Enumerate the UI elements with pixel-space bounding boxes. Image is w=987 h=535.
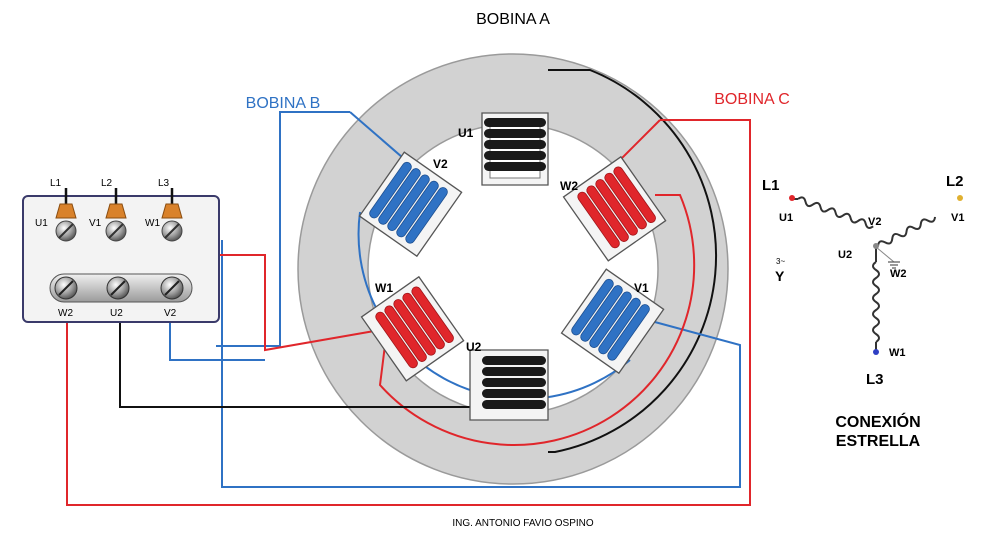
wire-bobina-b-inner-arc — [357, 211, 631, 400]
three-phase-symbol: 3~ — [776, 257, 785, 266]
coil-v2-blue — [358, 151, 463, 258]
line-l1-label: L1 — [50, 178, 62, 189]
coil-v1-blue — [560, 268, 665, 375]
star-dot-l2 — [957, 195, 963, 201]
wire-v1-loop — [221, 240, 741, 488]
star-title-line2: ESTRELLA — [836, 433, 921, 450]
star-label-l3: L3 — [866, 371, 884, 388]
star-label-u1: U1 — [779, 212, 793, 224]
coil-label-u2: U2 — [466, 340, 482, 354]
ground-icon — [888, 261, 900, 269]
star-title-line1: CONEXIÓN — [835, 412, 920, 431]
coil-label-v1: V1 — [634, 281, 649, 295]
coil-w1-red — [360, 275, 465, 382]
terminal-box: L1 L2 L3 U1 V1 W1 — [22, 178, 220, 323]
coil-label-u1: U1 — [458, 126, 474, 140]
star-label-v1: V1 — [951, 212, 964, 224]
terminal-w1 — [161, 203, 183, 242]
star-label-w2: W2 — [890, 268, 907, 280]
star-symbol-y: Y — [775, 268, 785, 284]
terminal-v1 — [105, 203, 127, 242]
wire-bobina-c-loop — [66, 119, 751, 506]
terminal-label-u2: U2 — [110, 308, 123, 319]
star-coil-u — [797, 196, 874, 229]
wire-bobina-b-u — [216, 111, 350, 347]
star-dot-l1 — [789, 195, 795, 201]
star-label-l2: L2 — [946, 173, 964, 190]
terminal-u1 — [55, 203, 77, 242]
line-l2-label: L2 — [101, 178, 113, 189]
star-dot-neutral — [873, 243, 879, 249]
terminal-v2 — [160, 276, 184, 300]
coil-label-w2: W2 — [560, 179, 578, 193]
star-connection: L1 L2 L3 U1 U2 V1 V2 W2 W1 3~ Y CONEXIÓN… — [762, 173, 964, 450]
line-l3-label: L3 — [158, 178, 170, 189]
star-dot-l3 — [873, 349, 879, 355]
terminal-label-v1: V1 — [89, 218, 102, 229]
terminal-label-u1: U1 — [35, 218, 48, 229]
coil-w2-red — [562, 155, 667, 262]
bobina-b-title: BOBINA B — [246, 95, 321, 112]
wiring — [66, 69, 751, 506]
terminal-u2 — [106, 276, 130, 300]
star-label-w1: W1 — [889, 347, 906, 359]
star-label-l1: L1 — [762, 177, 780, 194]
terminal-label-v2: V2 — [164, 308, 177, 319]
star-coil-v — [877, 216, 937, 247]
coil-label-w1: W1 — [375, 281, 393, 295]
star-label-u2: U2 — [838, 249, 852, 261]
terminal-label-w1: W1 — [145, 218, 160, 229]
wire-bobina-c-arc — [378, 194, 696, 446]
coil-label-v2: V2 — [433, 157, 448, 171]
coil-u2-black — [469, 349, 549, 421]
terminal-label-w2: W2 — [58, 308, 73, 319]
star-label-v2: V2 — [868, 216, 881, 228]
coil-u1-black — [481, 112, 549, 186]
wire-bobina-a-arc — [548, 69, 717, 453]
bobina-c-title: BOBINA C — [714, 91, 790, 108]
author-credit: ING. ANTONIO FAVIO OSPINO — [452, 518, 594, 529]
terminal-w2 — [54, 276, 78, 300]
star-coil-w — [872, 261, 880, 343]
bobina-a-title: BOBINA A — [476, 11, 550, 28]
